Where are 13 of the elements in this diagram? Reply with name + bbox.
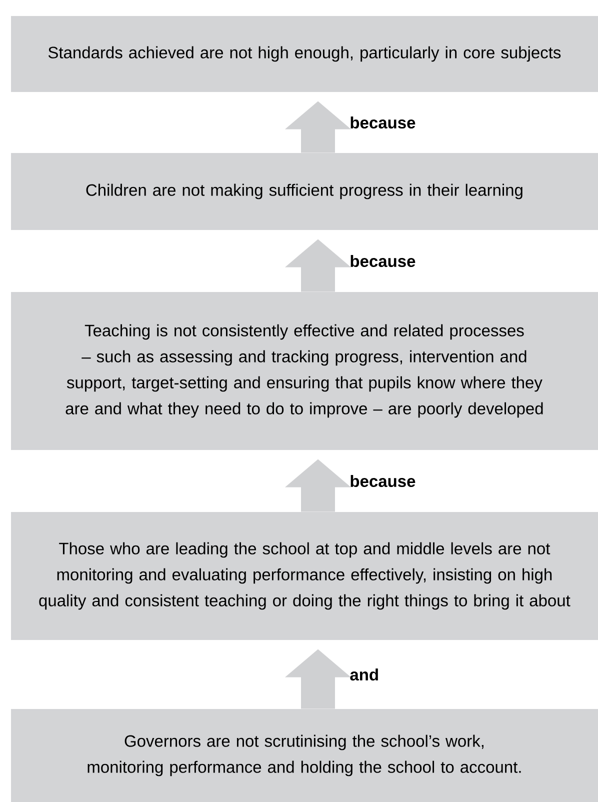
cause-box: Standards achieved are not high enough, particularly in core subjects [11,16,598,92]
edge-label: because [350,254,416,268]
block-arrow [285,239,351,292]
edge-label: because [350,116,416,129]
edge-label: because [350,474,416,488]
block-arrow [285,459,351,512]
block-arrow [285,649,351,709]
block-arrow [285,101,351,153]
cause-box: Teaching is not consistently effective and related processes – such as assessing and tracking progress, intervention and support, target-setting and ensuring that pupils know where they are and what they need to do to improve – are poorly developed [11,292,598,450]
cause-box: Governors are not scrutinising the school’s work, monitoring performance and holding the school to account. [11,709,598,802]
edge-label: and [350,668,378,681]
cause-box: Children are not making sufficient progress in their learning [11,153,598,230]
cause-box: Those who are leading the school at top and middle levels are not monitoring and evaluating performance effectively, insisting on high quality and consistent teaching or doing the right things to bring it about [11,512,598,640]
